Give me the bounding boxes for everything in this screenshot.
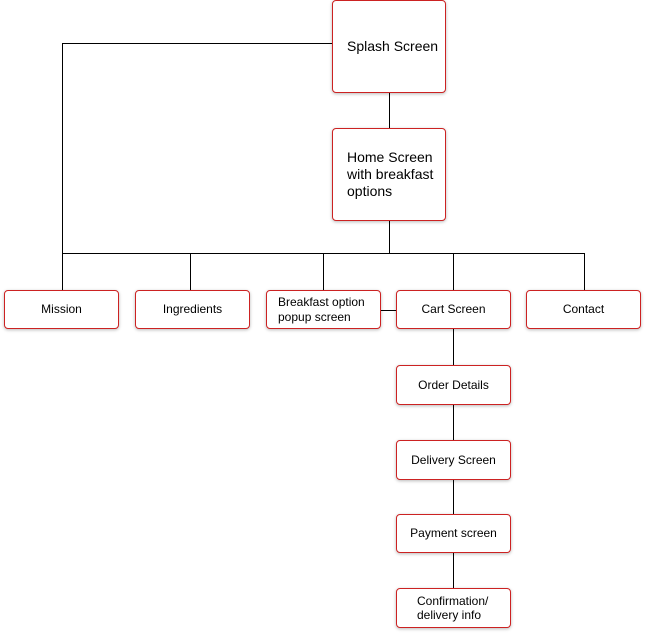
breakfast-option-popup-label: Breakfast option popup screen [278, 295, 365, 324]
mission-label: Mission [41, 302, 82, 317]
payment-screen-node: Payment screen [396, 514, 511, 553]
confirmation-delivery-info-node: Confirmation/ delivery info [396, 588, 511, 628]
ingredients-label: Ingredients [162, 302, 223, 317]
home-screen-label: Home Screen with breakfast options [347, 149, 434, 199]
contact-node: Contact [526, 290, 641, 329]
order-details-label: Order Details [418, 377, 489, 392]
breakfast-option-popup-node: Breakfast option popup screen [266, 290, 381, 329]
payment-screen-label: Payment screen [410, 526, 497, 541]
cart-screen-node: Cart Screen [396, 290, 511, 329]
splash-screen-label: Splash Screen [347, 38, 439, 55]
delivery-screen-node: Delivery Screen [396, 440, 511, 480]
mission-node: Mission [4, 290, 119, 329]
contact-label: Contact [562, 302, 605, 317]
home-screen-node: Home Screen with breakfast options [332, 128, 446, 221]
ingredients-node: Ingredients [135, 290, 250, 329]
delivery-screen-label: Delivery Screen [411, 452, 496, 467]
splash-screen-node: Splash Screen [332, 0, 446, 93]
confirmation-delivery-info-label: Confirmation/ delivery info [417, 593, 489, 622]
cart-screen-label: Cart Screen [421, 302, 486, 317]
order-details-node: Order Details [396, 365, 511, 405]
